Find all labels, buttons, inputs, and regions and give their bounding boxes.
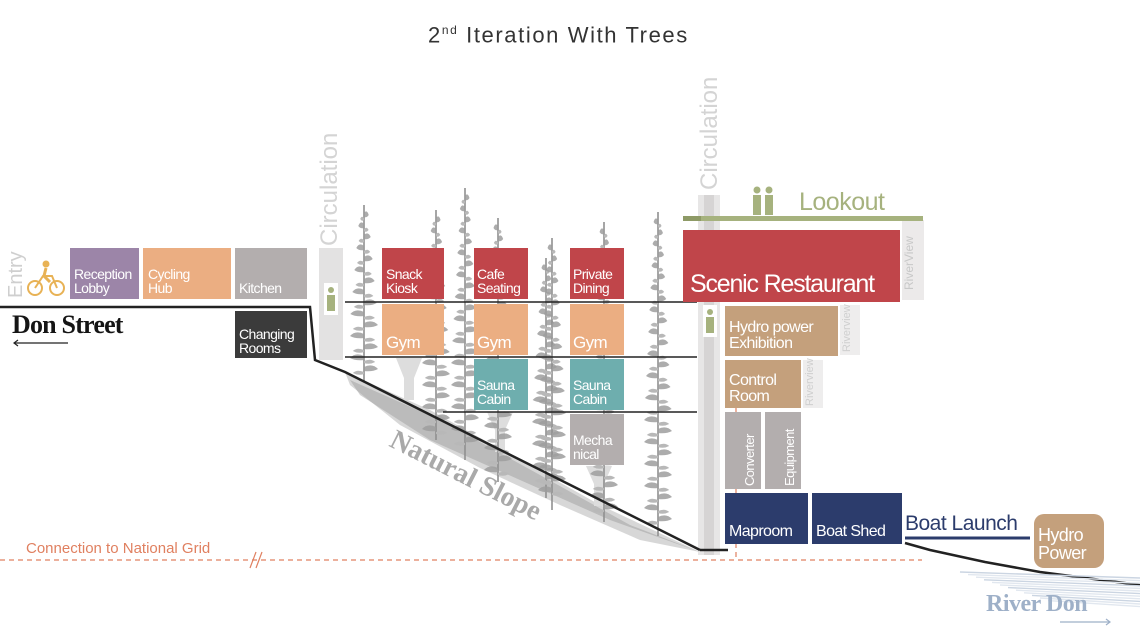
room-snack-kiosk-label: Snack Kiosk — [386, 266, 423, 296]
riverview-label-control: Riverview — [804, 358, 816, 406]
room-gym-3-label: Gym — [573, 333, 608, 352]
room-gym-1: Gym — [382, 304, 444, 355]
room-hydro-power: Hydro Power — [1034, 514, 1104, 568]
room-equipment: Equipment — [765, 412, 801, 489]
people-icon — [753, 186, 773, 215]
entry-label: Entry — [5, 251, 27, 298]
room-cafe-seating: Cafe Seating — [474, 248, 528, 299]
room-scenic-restaurant-label: Scenic Restaurant — [690, 270, 875, 298]
natural-slope-shade — [350, 380, 700, 552]
room-maproom-label: Maproom — [729, 523, 793, 540]
page-title: 2nd Iteration With Trees — [428, 24, 689, 46]
room-maproom: Maproom — [725, 493, 808, 544]
room-sauna-cabin-1-label: Sauna Cabin — [477, 377, 515, 407]
lookout-deck — [683, 216, 923, 221]
tree — [451, 188, 479, 460]
room-boat-shed-label: Boat Shed — [816, 523, 886, 540]
room-boat-shed: Boat Shed — [812, 493, 902, 544]
river-arrow-head — [1105, 618, 1111, 626]
ground-line — [0, 305, 701, 552]
room-converter-label: Converter — [742, 434, 757, 486]
river-label: River Don — [986, 591, 1088, 617]
room-kitchen: Kitchen — [235, 248, 307, 299]
room-mechanical: Mecha nical — [570, 414, 624, 465]
room-cycling-hub-label: Cycling Hub — [148, 266, 190, 296]
grid-break-mark-1 — [249, 551, 257, 569]
room-sauna-cabin-1: Sauna Cabin — [474, 359, 528, 410]
room-equipment-label: Equipment — [782, 429, 797, 486]
grid-break-mark-2 — [255, 551, 263, 569]
room-changing-rooms-label: Changing Rooms — [239, 326, 295, 356]
foundation-pile-3 — [586, 466, 612, 506]
room-control-room: Control Room — [725, 360, 801, 408]
room-private-dining-label: Private Dining — [573, 266, 613, 296]
boat-launch-label: Boat Launch — [905, 512, 1018, 535]
circulation-label-left: Circulation — [316, 132, 343, 246]
room-control-room-label: Control Room — [729, 372, 777, 405]
room-converter: Converter — [725, 412, 761, 489]
elevator-icon-right — [703, 305, 717, 337]
room-private-dining: Private Dining — [570, 248, 624, 299]
circulation-label-right: Circulation — [696, 76, 723, 190]
cyclist-icon — [27, 260, 65, 296]
title-number: 2 — [428, 22, 442, 48]
title-superscript: nd — [441, 23, 459, 37]
room-gym-3: Gym — [570, 304, 624, 355]
title-text: Iteration With Trees — [466, 22, 689, 48]
room-mechanical-label: Mecha nical — [573, 432, 613, 462]
grid-connection-label: Connection to National Grid — [26, 540, 211, 557]
circulation-core-right-inner — [704, 195, 714, 555]
foundation-pile-2 — [487, 412, 513, 452]
riverview-label-restaurant: RiverView — [902, 236, 916, 290]
lookout-label: Lookout — [799, 188, 885, 216]
room-scenic-restaurant: Scenic Restaurant — [683, 230, 900, 302]
room-hydro-power-label: Hydro Power — [1038, 525, 1087, 563]
street-label: Don Street — [12, 310, 123, 339]
tree — [350, 205, 378, 382]
room-cafe-seating-label: Cafe Seating — [477, 266, 521, 296]
riverview-strip-restaurant — [902, 220, 924, 300]
room-sauna-cabin-2-label: Sauna Cabin — [573, 377, 611, 407]
riverview-strip-control — [803, 360, 823, 408]
riverview-label-exhibition: Riverview — [841, 304, 853, 352]
tree — [538, 238, 566, 510]
river-water — [959, 571, 1140, 608]
room-changing-rooms: Changing Rooms — [235, 311, 307, 358]
room-gym-1-label: Gym — [386, 333, 421, 352]
room-cycling-hub: Cycling Hub — [143, 248, 231, 299]
room-kitchen-label: Kitchen — [239, 280, 282, 296]
room-reception-lobby-label: Reception Lobby — [74, 266, 132, 296]
room-sauna-cabin-2: Sauna Cabin — [570, 359, 624, 410]
room-gym-2-label: Gym — [477, 333, 512, 352]
room-hydro-exhibition: Hydro power Exhibition — [725, 306, 838, 356]
foundation-pile-1 — [396, 358, 422, 400]
room-snack-kiosk: Snack Kiosk — [382, 248, 444, 299]
street-arrow-head — [13, 339, 19, 347]
riverview-strip-exhibition — [840, 305, 860, 355]
room-hydro-exhibition-label: Hydro power Exhibition — [729, 319, 814, 352]
lookout-deck-edge — [683, 216, 701, 221]
room-reception-lobby: Reception Lobby — [70, 248, 139, 299]
elevator-icon-left — [324, 283, 338, 315]
room-gym-2: Gym — [474, 304, 528, 355]
tree — [644, 212, 672, 536]
